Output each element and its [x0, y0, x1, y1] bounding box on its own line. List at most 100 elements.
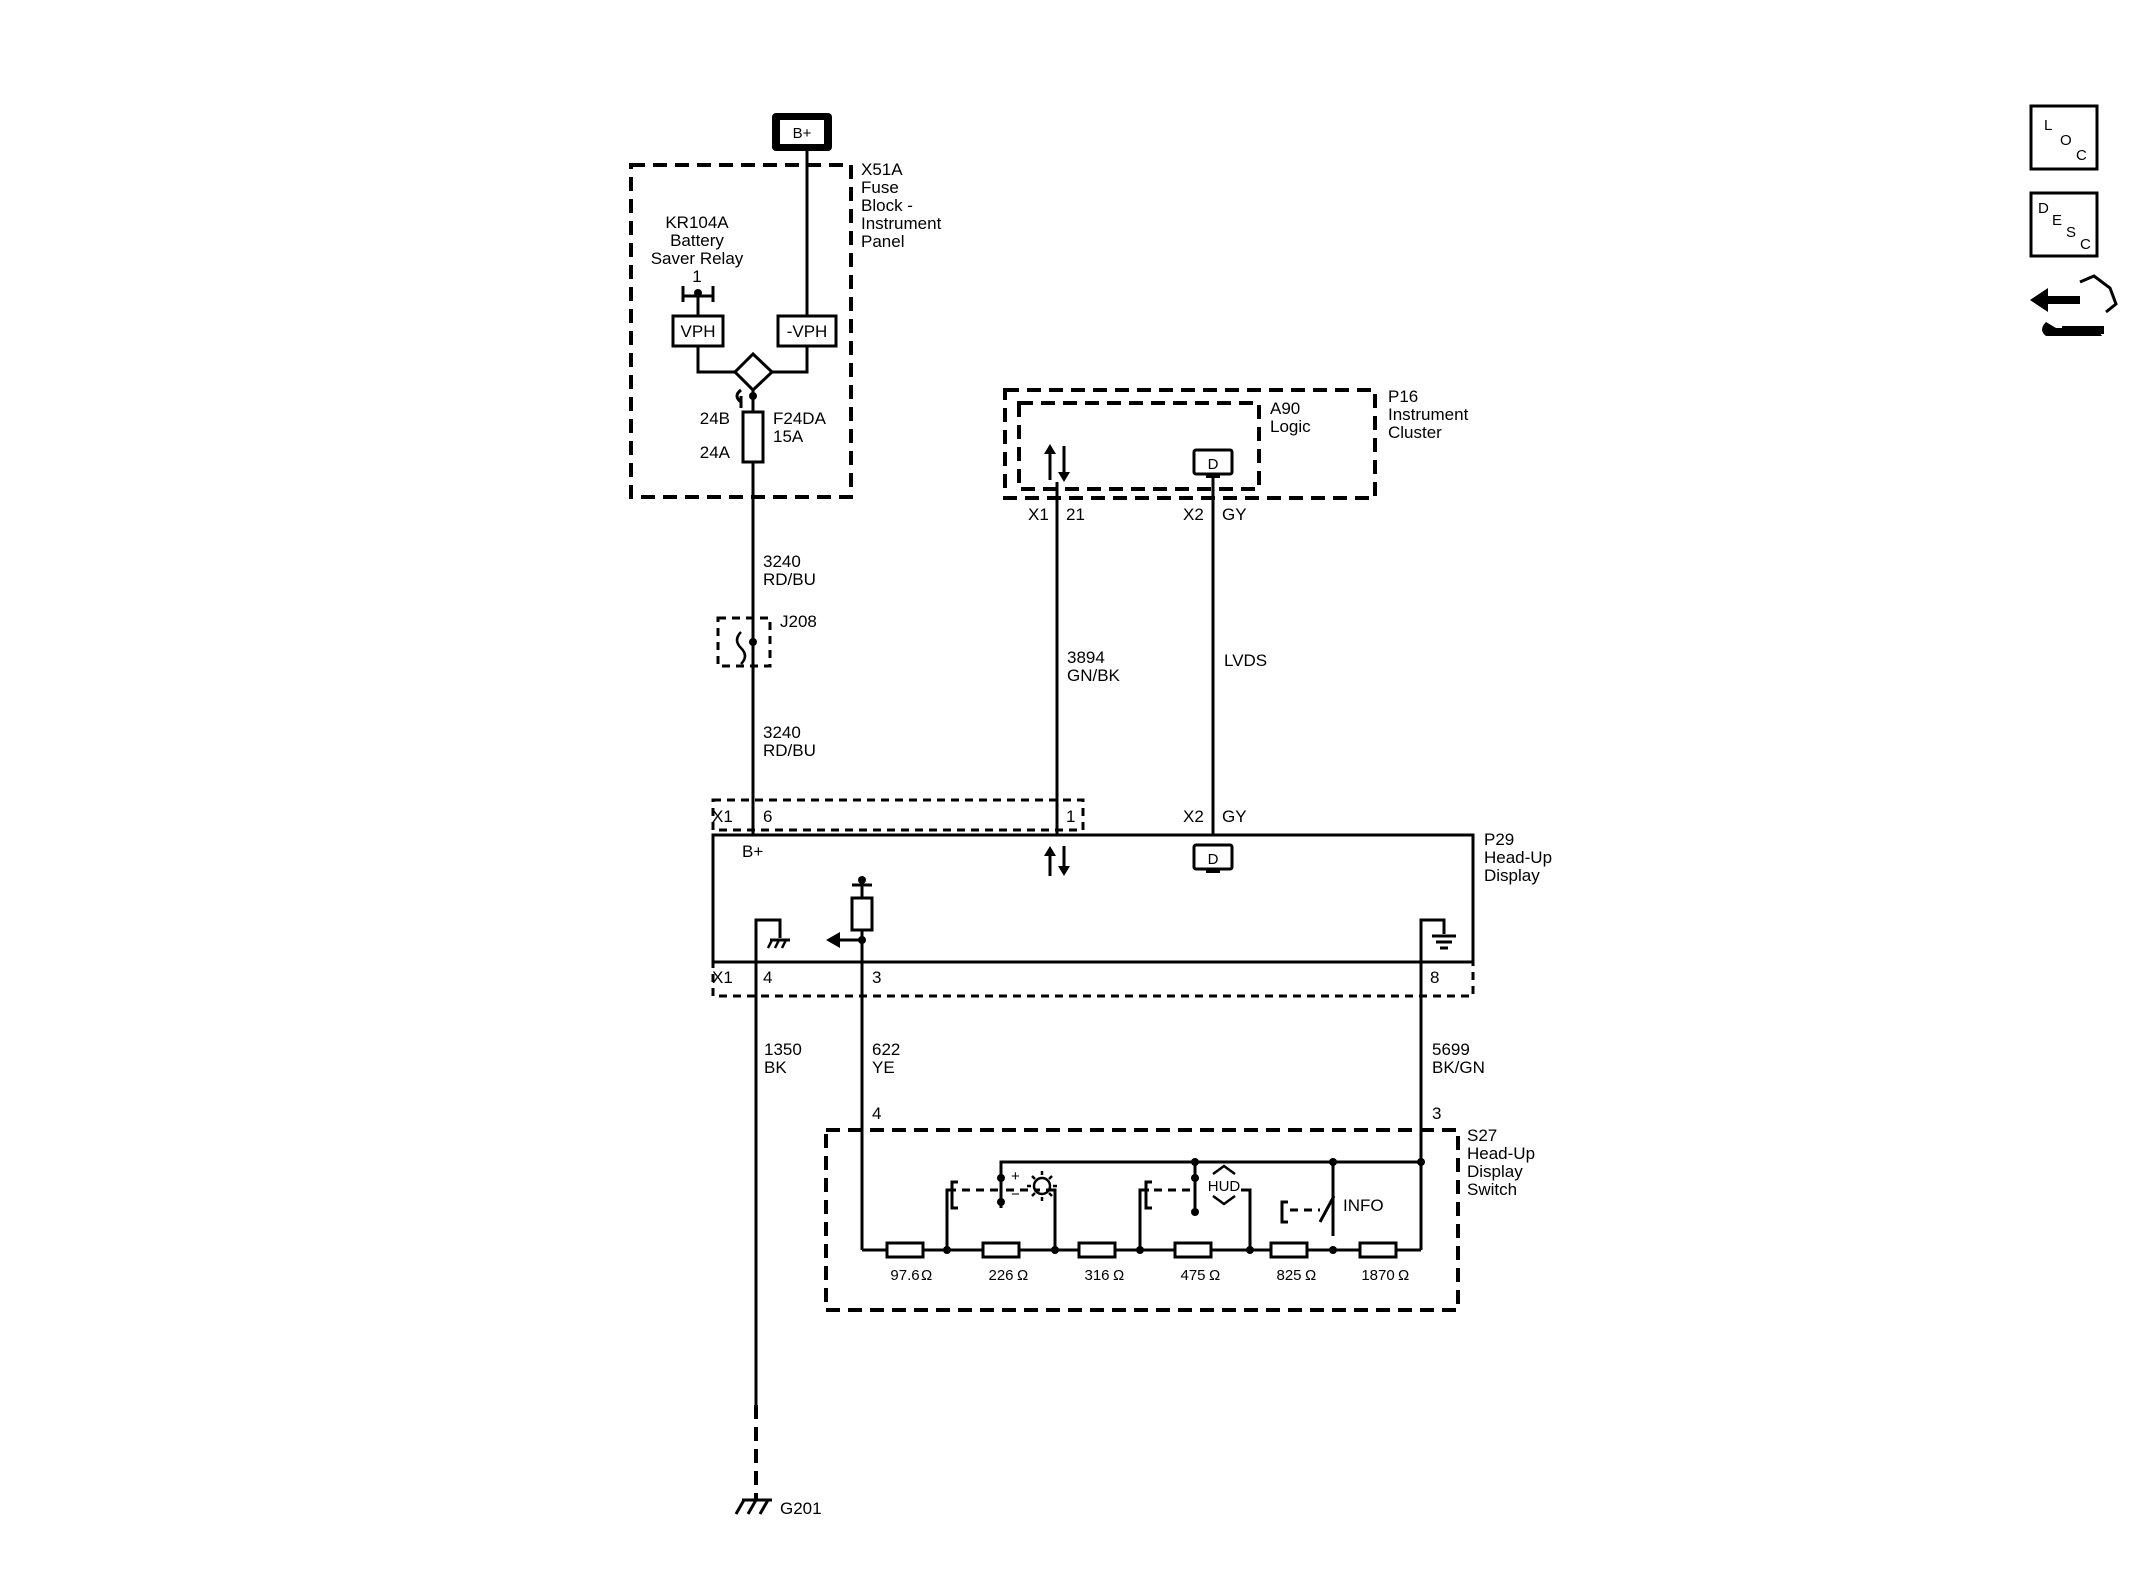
desc-button[interactable]: D E S C	[2029, 191, 2099, 258]
splice-j208-outline	[716, 616, 772, 668]
hud-connector-x1-top	[711, 798, 1085, 832]
hud-icon: HUD	[1208, 1164, 1241, 1206]
logic-label: A90 Logic	[1270, 399, 1311, 436]
hud-position-switch	[1136, 1174, 1254, 1254]
svg-text:226: 226	[988, 1267, 1013, 1284]
relay-diamond	[732, 351, 775, 393]
svg-text:X1: X1	[712, 968, 733, 987]
svg-text:Switch: Switch	[1467, 1180, 1517, 1199]
battery-positive-symbol: B+	[772, 113, 832, 151]
ground-g201-icon	[734, 1498, 772, 1515]
svg-text:Display: Display	[1484, 866, 1540, 885]
hud-connector-x1-bottom	[711, 960, 1475, 998]
svg-text:-VPH: -VPH	[787, 322, 828, 341]
svg-text:Block -: Block -	[861, 196, 913, 215]
relay-label: KR104A Battery Saver Relay 1	[651, 213, 744, 286]
fuse-block-outline	[629, 163, 853, 499]
svg-text:Display: Display	[1467, 1162, 1523, 1181]
display-icon: D	[1192, 448, 1234, 478]
svg-text:YE: YE	[872, 1058, 895, 1077]
svg-text:D: D	[1208, 851, 1219, 868]
svg-text:Head-Up: Head-Up	[1484, 848, 1552, 867]
svg-text:Panel: Panel	[861, 232, 904, 251]
svg-text:HUD: HUD	[1208, 1178, 1241, 1195]
instrument-cluster-label: P16 Instrument Cluster	[1388, 387, 1469, 442]
svg-text:GY: GY	[1222, 807, 1247, 826]
instrument-cluster-outline	[1003, 388, 1377, 500]
svg-text:1350: 1350	[764, 1040, 802, 1059]
hud-serial-data-icon	[1044, 846, 1070, 876]
hud-signal-ground-icon	[1419, 918, 1456, 1000]
hud-pullup-resistor-icon	[826, 876, 874, 1000]
fuse-f24da	[741, 410, 765, 464]
svg-text:X2: X2	[1183, 505, 1204, 524]
connector-repair-icon[interactable]	[2030, 274, 2118, 336]
switch-common-bus	[999, 1160, 1423, 1250]
serial-data-icon	[1044, 444, 1070, 482]
resistor-97-6: 97.6	[885, 1241, 925, 1284]
svg-text:5699: 5699	[1432, 1040, 1470, 1059]
svg-text:Logic: Logic	[1270, 417, 1311, 436]
svg-text:D: D	[2038, 200, 2049, 217]
svg-text:Ω: Ω	[1113, 1267, 1124, 1284]
svg-text:D: D	[1208, 456, 1219, 473]
svg-text:24B: 24B	[700, 409, 730, 428]
neg-vph-output-wire	[772, 346, 809, 374]
svg-text:475: 475	[1180, 1267, 1205, 1284]
svg-text:KR104A: KR104A	[665, 213, 729, 232]
vph-box	[671, 314, 725, 348]
svg-text:P16: P16	[1388, 387, 1418, 406]
logic-module-outline	[1017, 401, 1261, 491]
svg-text:X51A: X51A	[861, 160, 903, 179]
svg-text:Cluster: Cluster	[1388, 423, 1442, 442]
svg-text:+: +	[1011, 1168, 1020, 1185]
brightness-switch: + −	[943, 1168, 1059, 1254]
resistor-226: 226	[981, 1241, 1021, 1284]
svg-text:X1: X1	[712, 807, 733, 826]
svg-text:INFO: INFO	[1343, 1196, 1384, 1215]
svg-text:1: 1	[692, 267, 701, 286]
svg-text:Ω: Ω	[1305, 1267, 1316, 1284]
hud-display-icon: D	[1192, 843, 1234, 873]
svg-text:1: 1	[1066, 807, 1075, 826]
svg-text:622: 622	[872, 1040, 900, 1059]
svg-text:F24DA: F24DA	[773, 409, 827, 428]
svg-text:Ω: Ω	[1017, 1267, 1028, 1284]
svg-text:P29: P29	[1484, 830, 1514, 849]
svg-text:C: C	[2080, 236, 2091, 253]
svg-text:3240: 3240	[763, 723, 801, 742]
svg-text:6: 6	[763, 807, 772, 826]
svg-text:4: 4	[763, 968, 772, 987]
svg-text:RD/BU: RD/BU	[763, 570, 816, 589]
svg-text:Instrument: Instrument	[861, 214, 942, 233]
brightness-icon	[1027, 1171, 1057, 1201]
svg-text:Ω: Ω	[1398, 1267, 1409, 1284]
svg-text:L: L	[2044, 117, 2052, 134]
svg-text:J208: J208	[780, 612, 817, 631]
svg-text:−: −	[1011, 1186, 1020, 1203]
svg-text:Head-Up: Head-Up	[1467, 1144, 1535, 1163]
svg-text:S27: S27	[1467, 1126, 1497, 1145]
svg-text:VPH: VPH	[681, 322, 716, 341]
svg-text:97.6: 97.6	[890, 1267, 919, 1284]
hud-switch-outline	[824, 1128, 1460, 1312]
svg-text:X1: X1	[1028, 505, 1049, 524]
svg-text:1870: 1870	[1361, 1267, 1394, 1284]
head-up-display-module	[711, 833, 1475, 964]
svg-text:B+: B+	[742, 842, 763, 861]
svg-text:24A: 24A	[700, 443, 731, 462]
info-switch: INFO	[1280, 1158, 1384, 1254]
svg-text:G201: G201	[780, 1499, 822, 1518]
resistor-475: 475	[1173, 1241, 1213, 1284]
loc-button[interactable]: L O C	[2029, 104, 2099, 171]
hud-label: P29 Head-Up Display	[1484, 830, 1552, 885]
fuse-block-label: X51A Fuse Block - Instrument Panel	[861, 160, 942, 251]
svg-text:Instrument: Instrument	[1388, 405, 1469, 424]
svg-text:X2: X2	[1183, 807, 1204, 826]
svg-text:Saver Relay: Saver Relay	[651, 249, 744, 268]
resistor-316: 316	[1077, 1241, 1117, 1284]
svg-text:BK/GN: BK/GN	[1432, 1058, 1485, 1077]
vph-output-wire	[696, 346, 735, 374]
